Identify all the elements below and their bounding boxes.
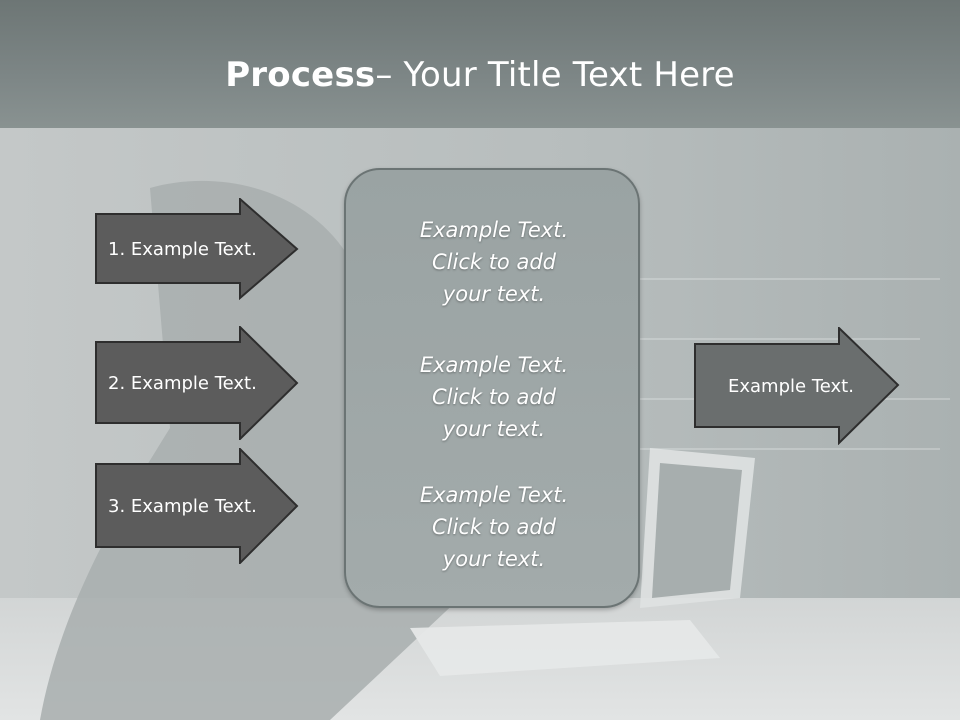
center-block-3-line-1: Example Text. xyxy=(419,483,569,507)
center-block-1: Example Text. Click to add your text. xyxy=(346,214,642,310)
center-block-2-line-3: your text. xyxy=(442,417,546,441)
center-block-1-line-2: Click to add xyxy=(431,250,556,274)
left-arrow-3-label: 3. Example Text. xyxy=(108,495,257,517)
left-arrow-2[interactable]: 2. Example Text. xyxy=(95,326,299,440)
center-block-1-line-1: Example Text. xyxy=(419,218,569,242)
center-block-3-line-2: Click to add xyxy=(431,515,556,539)
center-block-3-line-3: your text. xyxy=(442,547,546,571)
right-arrow[interactable]: Example Text. xyxy=(694,327,900,445)
center-text-box[interactable]: Example Text. Click to add your text. Ex… xyxy=(344,168,640,608)
slide-title: Process – Your Title Text Here xyxy=(0,0,960,150)
center-block-1-line-3: your text. xyxy=(442,282,546,306)
left-arrow-3[interactable]: 3. Example Text. xyxy=(95,448,299,564)
title-rest: – Your Title Text Here xyxy=(375,55,735,95)
center-block-3: Example Text. Click to add your text. xyxy=(346,479,642,575)
left-arrow-1[interactable]: 1. Example Text. xyxy=(95,198,299,300)
right-arrow-label: Example Text. xyxy=(728,375,854,397)
center-block-2-line-2: Click to add xyxy=(431,385,556,409)
left-arrow-1-label: 1. Example Text. xyxy=(108,238,257,260)
title-bold: Process xyxy=(225,55,376,95)
center-block-2-line-1: Example Text. xyxy=(419,353,569,377)
center-block-2: Example Text. Click to add your text. xyxy=(346,349,642,445)
left-arrow-2-label: 2. Example Text. xyxy=(108,372,257,394)
title-band xyxy=(0,0,960,128)
